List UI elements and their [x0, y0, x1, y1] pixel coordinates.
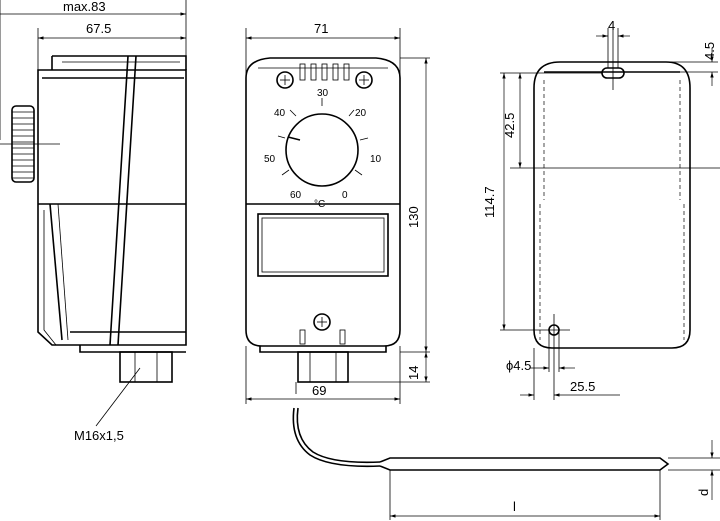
screw-icon: [313, 313, 331, 331]
screw-icon: [276, 71, 294, 89]
tick-40: 40: [274, 108, 286, 119]
dim-69: 69: [312, 383, 326, 398]
dim-4-5: 4.5: [702, 42, 717, 60]
dim-phi-4-5: ϕ4.5: [506, 358, 531, 373]
dim-114-7: 114.7: [482, 186, 497, 218]
dim-max-83: max.83: [63, 0, 106, 14]
label-m16: M16x1,5: [74, 428, 124, 443]
tick-60: 60: [290, 190, 302, 201]
back-view: 4 4.5 42.5 114.7 ϕ4.5 25.5: [482, 18, 720, 400]
temperature-dial: [285, 113, 359, 187]
dim-71: 71: [314, 21, 328, 36]
cable-gland: [119, 351, 173, 383]
tick-10: 10: [370, 154, 382, 165]
side-view: max.83 67.5: [0, 0, 187, 443]
dim-130: 130: [406, 206, 421, 228]
tick-50: 50: [264, 154, 276, 165]
tick-20: 20: [355, 108, 367, 119]
dim-d: d: [696, 489, 711, 496]
probe: d l: [292, 407, 720, 520]
tick-30: 30: [317, 88, 329, 99]
dim-42-5: 42.5: [502, 113, 517, 138]
front-view: 71 30 20 10 0 60 50: [245, 21, 430, 404]
dim-14: 14: [406, 366, 421, 380]
tick-0: 0: [342, 190, 348, 201]
dim-25-5: 25.5: [570, 379, 595, 394]
dim-67-5: 67.5: [86, 21, 111, 36]
screw-icon: [355, 71, 373, 89]
display-window: [257, 213, 389, 277]
dim-4: 4: [608, 18, 615, 33]
dim-l: l: [513, 499, 516, 514]
